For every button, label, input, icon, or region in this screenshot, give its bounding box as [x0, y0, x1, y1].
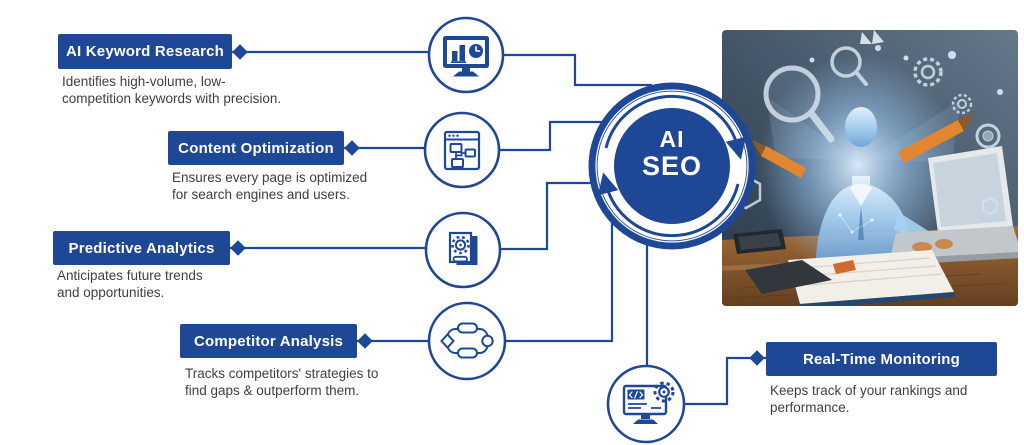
- workflow-diagram-icon: [427, 301, 507, 381]
- bar-chart-monitor-icon: [427, 16, 505, 94]
- eraser: [833, 260, 856, 274]
- butterfly-icon: [860, 32, 872, 44]
- center-ai-seo-text: AI SEO: [612, 126, 732, 182]
- connector-icon4-to-center: [505, 212, 614, 343]
- feature-desc-ai-keyword-research: Identifies high-volume, low- competition…: [62, 74, 282, 106]
- diamond-connector: [749, 350, 765, 366]
- leather-case: [745, 260, 832, 294]
- target-icon: [975, 123, 1001, 149]
- cycle-arrow-bottom: [597, 172, 740, 238]
- feature-box-competitor-analysis: Competitor Analysis: [180, 324, 357, 358]
- feature-box-predictive-analytics: Predictive Analytics: [53, 231, 230, 265]
- connector-icon1-to-center: [503, 53, 652, 87]
- connector-icon5-to-box5: [684, 356, 766, 406]
- feature-desc-real-time-monitoring: Keeps track of your rankings and perform…: [770, 383, 968, 415]
- ai-seo-photo-illustration: [722, 30, 1018, 306]
- connector-icon2-to-center: [499, 120, 610, 152]
- diamond-connector: [357, 333, 373, 349]
- feature-desc-competitor-analysis: Tracks competitors' strategies to find g…: [185, 366, 379, 398]
- diamond-connector: [232, 44, 248, 60]
- feature-desc-predictive-analytics: Anticipates future trends and opportunit…: [57, 268, 203, 300]
- feature-desc-content-optimization: Ensures every page is optimized for sear…: [172, 170, 368, 202]
- pencil-icons: [752, 113, 974, 178]
- hexagon-icon: [982, 196, 998, 216]
- floating-seo-icons: [730, 30, 1003, 216]
- gear-report-icon: [424, 211, 502, 289]
- center-text-line1: AI: [659, 126, 685, 152]
- feature-box-ai-keyword-research: AI Keyword Research: [58, 34, 232, 69]
- center-ai-seo-badge: [588, 82, 756, 250]
- feature-box-content-optimization: Content Optimization: [168, 131, 344, 165]
- small-magnifier-icon: [830, 46, 862, 78]
- notebook: [788, 250, 954, 304]
- code-monitor-gear-icon: [606, 364, 686, 444]
- diamond-connector: [344, 140, 360, 156]
- connector-lines: [230, 50, 766, 406]
- diamond-connector: [230, 240, 246, 256]
- sitemap-browser-icon: [423, 111, 501, 189]
- connector-icon3-to-center: [500, 181, 598, 251]
- cycle-arrow-top: [604, 94, 747, 160]
- center-text-line2: SEO: [641, 151, 703, 182]
- feature-box-real-time-monitoring: Real-Time Monitoring: [766, 342, 997, 376]
- gear-icon: [913, 57, 943, 87]
- gear-icon: [951, 93, 973, 115]
- magnifier-icon: [763, 65, 821, 123]
